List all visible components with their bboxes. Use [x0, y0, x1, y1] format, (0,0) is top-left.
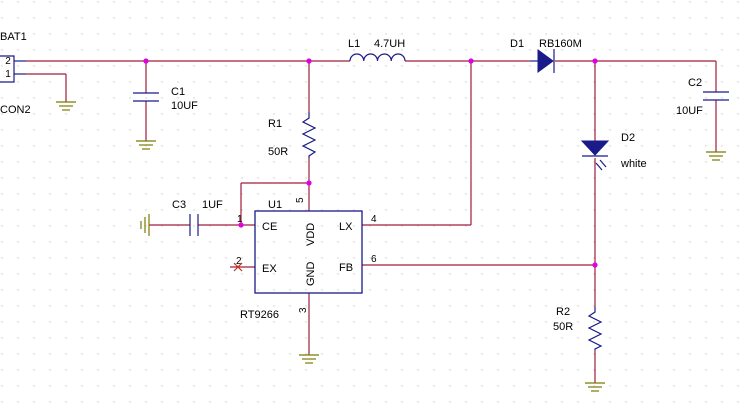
c2-ref: C2 — [688, 77, 702, 89]
d2-light-arrow — [595, 162, 603, 171]
u1-ref: U1 — [268, 199, 282, 211]
junction-dot — [468, 58, 474, 64]
junction-dot — [306, 58, 312, 64]
no-connect-x-icon — [233, 262, 243, 272]
d1-diode[interactable]: D1 RB160M — [510, 38, 582, 73]
l1-ref: L1 — [348, 38, 360, 50]
u1-pin-lx-name: LX — [339, 221, 353, 233]
d2-led[interactable]: D2 white — [580, 132, 647, 171]
d2-light-arrow — [599, 159, 607, 168]
d1-ref: D1 — [510, 38, 524, 50]
ground-r2 — [585, 382, 605, 392]
u1-pin-lx-num: 4 — [371, 214, 377, 225]
ground-c3 — [140, 214, 150, 236]
u1-body — [254, 210, 363, 294]
c3-ref: C3 — [172, 199, 186, 211]
c1-value: 10UF — [171, 100, 198, 112]
bat1-connector[interactable]: BAT1 2 1 CON2 — [0, 31, 31, 116]
u1-pin-ce-name: CE — [262, 221, 277, 233]
u1-pin-vdd-num: 5 — [295, 197, 306, 203]
bat1-ref: BAT1 — [0, 31, 27, 43]
u1-pin-fb-num: 6 — [371, 254, 377, 265]
junctions — [143, 58, 598, 268]
junction-dot — [592, 58, 598, 64]
c2-value: 10UF — [676, 105, 703, 117]
ground-u1 — [299, 354, 319, 364]
junction-dot — [592, 262, 598, 268]
wires — [26, 60, 717, 383]
l1-coil — [349, 53, 406, 62]
u1-pin-ex-num: 2 — [236, 256, 242, 267]
bat1-pin-2: 2 — [5, 56, 11, 67]
r2-ref: R2 — [556, 306, 570, 318]
u1-pin-ce-num: 1 — [237, 214, 243, 225]
u1-pin-fb-name: FB — [339, 262, 353, 274]
u1-ic[interactable]: U1 RT9266 CE 1 EX 2 LX 4 FB 6 VDD 5 GND … — [233, 197, 377, 321]
r2-value: 50R — [553, 321, 573, 333]
c1-capacitor[interactable]: C1 10UF — [133, 86, 198, 112]
r2-resistor[interactable]: R2 50R — [553, 306, 603, 350]
c3-capacitor[interactable]: C3 1UF — [172, 199, 223, 236]
r2-zigzag — [587, 307, 603, 350]
c3-value: 1UF — [202, 199, 223, 211]
l1-inductor[interactable]: L1 4.7UH — [348, 38, 406, 62]
c2-capacitor[interactable]: C2 10UF — [676, 77, 729, 117]
d2-value: white — [620, 158, 647, 170]
junction-dot — [143, 58, 149, 64]
d1-value: RB160M — [539, 38, 582, 50]
l1-value: 4.7UH — [374, 38, 405, 50]
bat1-type: CON2 — [0, 104, 31, 116]
u1-pin-vdd-name: VDD — [305, 223, 317, 246]
junction-dot — [306, 180, 312, 186]
ground-bat1 — [56, 101, 76, 111]
u1-pin-gnd-name: GND — [305, 262, 317, 287]
u1-pin-gnd-num: 3 — [298, 307, 309, 313]
r1-ref: R1 — [268, 118, 282, 130]
bat1-pin-1: 1 — [5, 69, 11, 80]
d2-ref: D2 — [621, 132, 635, 144]
d2-triangle — [580, 140, 610, 156]
u1-pin-ex-name: EX — [262, 263, 277, 275]
junction-dot — [238, 222, 244, 228]
r1-resistor[interactable]: R1 50R — [268, 112, 317, 158]
ground-c2 — [706, 151, 726, 161]
r1-value: 50R — [268, 146, 288, 158]
c1-ref: C1 — [171, 86, 185, 98]
u1-part: RT9266 — [240, 309, 279, 321]
ground-c1 — [136, 140, 156, 150]
bat1-body — [0, 55, 15, 83]
r1-zigzag — [301, 112, 317, 158]
